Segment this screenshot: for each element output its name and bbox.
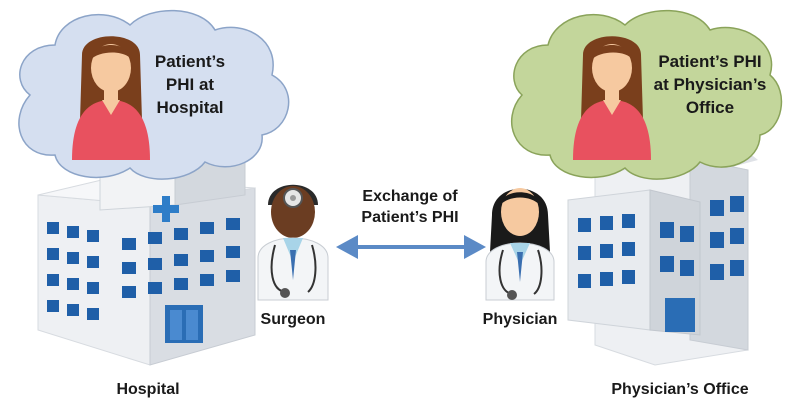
left-cloud-text: Patient’s PHI at Hospital <box>140 50 240 119</box>
exchange-line: Patient’s PHI <box>361 209 459 226</box>
hospital-label: Hospital <box>116 381 180 398</box>
left-cloud-line: Patient’s <box>154 52 226 71</box>
patient-icon <box>72 36 150 160</box>
hospital-building-icon <box>37 149 256 366</box>
left-cloud-line: PHI at <box>165 75 215 94</box>
exchange-text: Exchange of Patient’s PHI <box>340 186 480 228</box>
right-cloud-line: Office <box>685 98 735 117</box>
exchange-line: Exchange of <box>362 188 458 205</box>
right-cloud-line: Patient’s PHI <box>658 52 762 71</box>
surgeon-label: Surgeon <box>260 311 326 328</box>
physician-icon <box>485 188 555 301</box>
right-cloud-text: Patient’s PHI at Physician’s Office <box>640 50 780 119</box>
patient-icon <box>573 36 651 160</box>
exchange-arrow-icon <box>336 235 486 259</box>
surgeon-icon <box>257 184 329 301</box>
office-building-icon <box>567 152 758 366</box>
right-cloud-line: at Physician’s <box>653 75 767 94</box>
physician-label: Physician <box>482 311 558 328</box>
left-cloud-line: Hospital <box>156 98 224 117</box>
office-label: Physician’s Office <box>611 381 749 398</box>
